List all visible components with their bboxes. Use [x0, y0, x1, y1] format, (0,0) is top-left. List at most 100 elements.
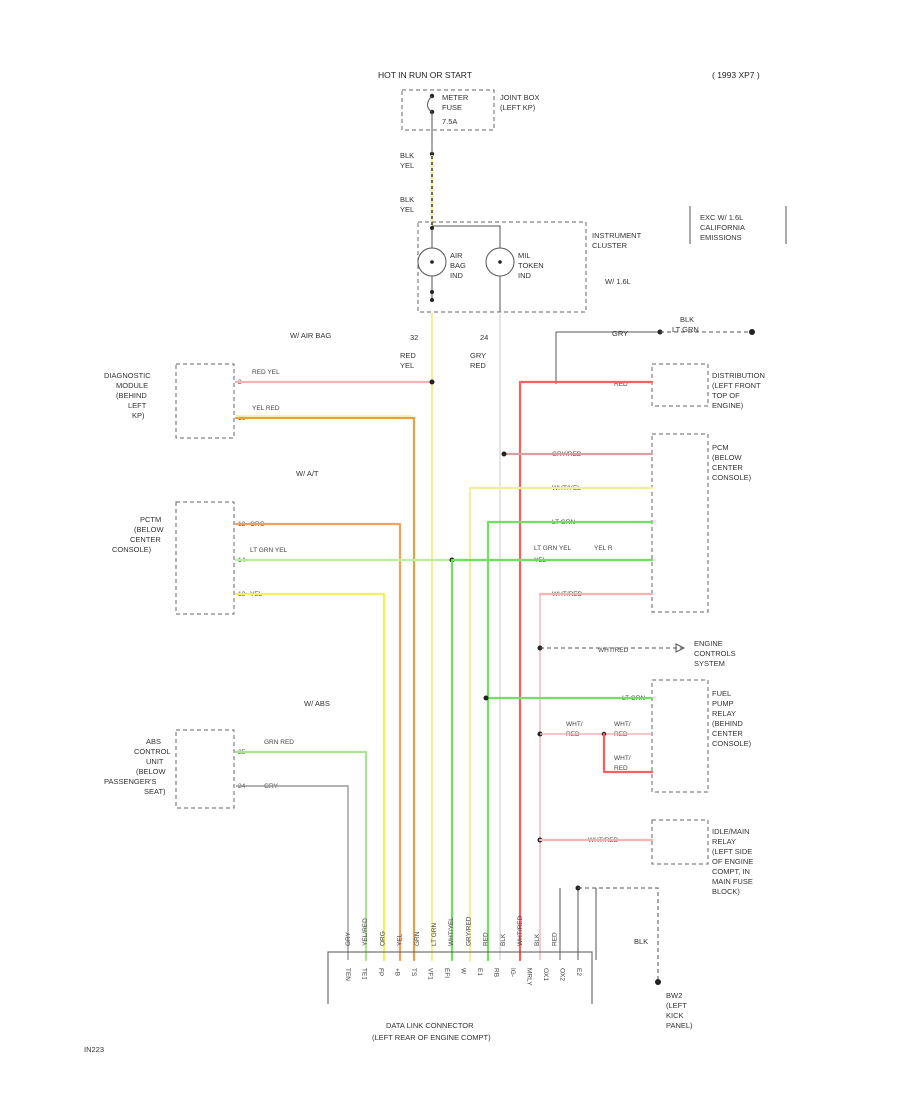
connector-wire-label: YEL	[397, 933, 404, 946]
connector-wire-label: ORG	[379, 931, 386, 946]
connector-pin-label: FP	[377, 968, 384, 976]
svg-text:TOKEN: TOKEN	[518, 261, 544, 270]
svg-text:(BEHIND: (BEHIND	[116, 391, 147, 400]
svg-text:WHT/: WHT/	[614, 755, 631, 762]
svg-text:(BEHIND: (BEHIND	[712, 719, 743, 728]
power-source-label: HOT IN RUN OR START	[378, 70, 472, 80]
svg-text:OF ENGINE: OF ENGINE	[712, 857, 753, 866]
svg-text:(BELOW: (BELOW	[136, 767, 167, 776]
svg-text:RELAY: RELAY	[712, 709, 736, 718]
connector-pin-label: TE1	[361, 968, 368, 980]
fuel-pump-relay: FUEL PUMP RELAY (BEHIND CENTER CONSOLE) …	[566, 679, 752, 793]
wire-color-blk-yel-2: BLK	[400, 195, 414, 204]
pin-label-32: 32	[410, 333, 418, 342]
connector-wire-label: GRY/RED	[465, 916, 472, 946]
svg-text:(LEFT FRONT: (LEFT FRONT	[712, 381, 761, 390]
connector-wire-label: BLK	[534, 933, 541, 946]
svg-text:DISTRIBUTION: DISTRIBUTION	[712, 371, 765, 380]
svg-text:RELAY: RELAY	[712, 837, 736, 846]
connector-wire-label: BLK	[500, 933, 507, 946]
svg-text:INSTRUMENT: INSTRUMENT	[592, 231, 642, 240]
svg-text:PANEL): PANEL)	[666, 1021, 693, 1030]
connector-wire-label: WHT/YEL	[448, 917, 455, 946]
svg-text:YEL R: YEL R	[594, 545, 613, 552]
svg-text:(LEFT SIDE: (LEFT SIDE	[712, 847, 752, 856]
svg-text:PASSENGER'S: PASSENGER'S	[104, 777, 157, 786]
connector-wire-label: WHT/RED	[517, 915, 524, 946]
meter-fuse: METER FUSE 7.5A JOINT BOX (LEFT KP)	[401, 89, 539, 157]
svg-text:UNIT: UNIT	[146, 757, 164, 766]
connector-wire-label: RED	[551, 932, 558, 946]
wire-color-blk-lt-grn: BLK	[680, 315, 694, 324]
svg-text:LT GRN YEL: LT GRN YEL	[250, 547, 288, 554]
svg-text:RED YEL: RED YEL	[252, 369, 280, 376]
svg-text:RED: RED	[614, 381, 628, 388]
svg-text:CLUSTER: CLUSTER	[592, 241, 628, 250]
svg-text:IND: IND	[518, 271, 532, 280]
svg-text:CONTROLS: CONTROLS	[694, 649, 736, 658]
wire-color-red-yel: RED	[400, 351, 416, 360]
svg-text:PUMP: PUMP	[712, 699, 734, 708]
svg-text:CONSOLE): CONSOLE)	[712, 473, 752, 482]
svg-text:(LEFT REAR OF ENGINE COMPT): (LEFT REAR OF ENGINE COMPT)	[372, 1033, 491, 1042]
connector-pin-label: VF1	[427, 968, 434, 980]
svg-text:ENGINE): ENGINE)	[712, 401, 744, 410]
connector-wire-label: GRN	[414, 931, 421, 946]
svg-text:YEL: YEL	[400, 361, 414, 370]
airbag-indicator-lamp: AIR	[450, 251, 463, 260]
svg-text:IDLE/MAIN: IDLE/MAIN	[712, 827, 750, 836]
svg-text:CENTER: CENTER	[712, 463, 743, 472]
wire-color-gry-top: GRY	[612, 329, 628, 338]
emissions-note: EXC W/ 1.6L CALIFORNIA EMISSIONS	[689, 206, 787, 244]
svg-text:(BELOW: (BELOW	[134, 525, 165, 534]
svg-text:W/ 1.6L: W/ 1.6L	[605, 277, 631, 286]
svg-text:WHT/: WHT/	[614, 721, 631, 728]
svg-text:METER: METER	[442, 93, 469, 102]
connector-pin-label: TS	[410, 968, 417, 977]
connector-pin-label: RB	[493, 968, 500, 977]
svg-text:WHT/: WHT/	[566, 721, 583, 728]
svg-text:ABS: ABS	[146, 737, 161, 746]
distributor: DISTRIBUTION (LEFT FRONT TOP OF ENGINE) …	[614, 363, 765, 410]
wire-color-gry-red: GRY	[470, 351, 486, 360]
svg-text:MAIN FUSE: MAIN FUSE	[712, 877, 753, 886]
svg-text:(BELOW: (BELOW	[712, 453, 743, 462]
svg-text:PCM: PCM	[712, 443, 729, 452]
section-label-at: W/ A/T	[296, 469, 319, 478]
svg-text:7.5A: 7.5A	[442, 117, 457, 126]
wire-color-blk-yel: BLK	[400, 151, 414, 160]
connector-pin-label: MRLY	[526, 968, 533, 986]
svg-text:DATA LINK CONNECTOR: DATA LINK CONNECTOR	[386, 1021, 474, 1030]
svg-text:LT GRN YEL: LT GRN YEL	[534, 545, 572, 552]
connector-top-labels: GRY YEL/RED ORG YEL GRN LT GRN WHT/YEL GRY/RED R…	[345, 915, 558, 946]
connector-wire-label: YEL/RED	[362, 918, 369, 946]
ground-point: BW2 (LEFT KICK PANEL)	[666, 991, 693, 1030]
pctm-module: PCTM (BELOW CENTER CONSOLE) 12 ORG 14 LT…	[112, 501, 288, 615]
connector-pin-label: E2	[575, 968, 582, 976]
connector-wire-label: GRY	[345, 931, 352, 946]
svg-text:BAG: BAG	[450, 261, 466, 270]
svg-text:EXC W/ 1.6L: EXC W/ 1.6L	[700, 213, 743, 222]
svg-text:GRN RED: GRN RED	[264, 739, 294, 746]
connector-pin-label: TEN	[344, 968, 351, 981]
section-label-abs: W/ ABS	[304, 699, 330, 708]
svg-text:YEL RED: YEL RED	[252, 405, 280, 412]
svg-text:TOP OF: TOP OF	[712, 391, 740, 400]
svg-text:FUSE: FUSE	[442, 103, 462, 112]
svg-text:RED: RED	[614, 765, 628, 772]
diagnostic-module: DIAGNOSTIC MODULE (BEHIND LEFT KP) 2 RED…	[104, 363, 280, 439]
svg-text:LT GRN: LT GRN	[672, 325, 699, 334]
svg-text:CONSOLE): CONSOLE)	[712, 739, 752, 748]
connector-pin-label: OX1	[542, 968, 549, 981]
connector-wire-label: LT GRN	[431, 922, 438, 946]
svg-text:CONTROL: CONTROL	[134, 747, 171, 756]
model-year-note: ( 1993 XP7 )	[712, 70, 760, 80]
svg-text:CALIFORNIA: CALIFORNIA	[700, 223, 745, 232]
abs-control-unit: ABS CONTROL UNIT (BELOW PASSENGER'S SEAT…	[104, 729, 294, 809]
wire-color-blk-ground: BLK	[634, 937, 648, 946]
svg-text:KP): KP)	[132, 411, 145, 420]
svg-text:CONSOLE): CONSOLE)	[112, 545, 152, 554]
svg-text:COMPT, IN: COMPT, IN	[712, 867, 750, 876]
